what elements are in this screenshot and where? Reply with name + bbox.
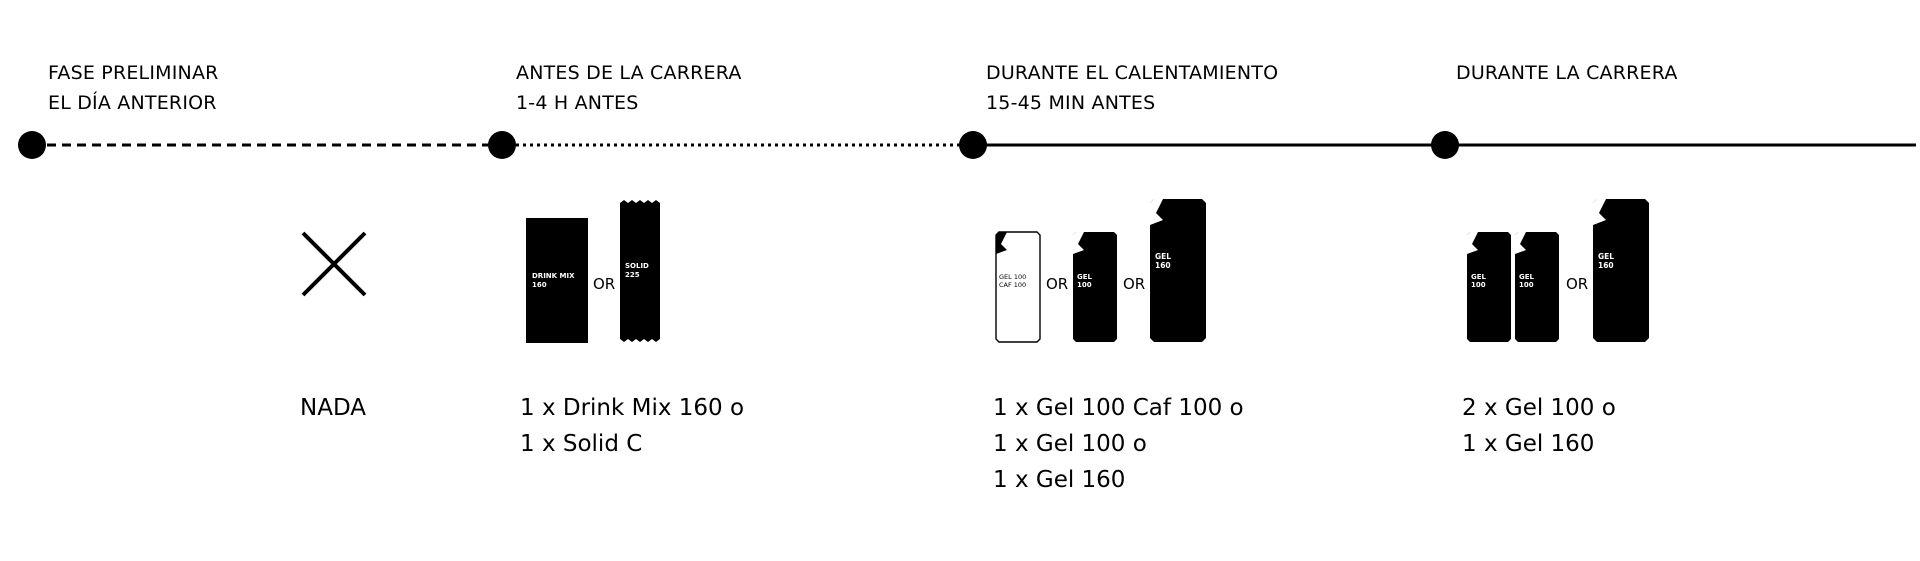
or-label: OR (1123, 275, 1146, 293)
description-line: 1 x Gel 100 o (993, 431, 1147, 457)
description-line: 1 x Gel 100 Caf 100 o (993, 395, 1244, 421)
pack-label: SOLID (625, 262, 649, 270)
pack-label: 100 (1519, 281, 1534, 289)
phase-title: DURANTE LA CARRERA (1456, 62, 1678, 84)
timeline (18, 131, 1916, 159)
phase-title: DURANTE EL CALENTAMIENTO (986, 62, 1279, 84)
pack-label: GEL (1598, 252, 1614, 261)
description-line: 2 x Gel 100 o (1462, 395, 1616, 421)
description-line: 1 x Drink Mix 160 o (520, 395, 745, 421)
description-line: NADA (300, 395, 366, 421)
pack-label: 100 (1471, 281, 1486, 289)
phase-subtitle: 1-4 H ANTES (516, 92, 639, 114)
pack-label: 100 (1077, 281, 1092, 289)
phase-description-during-race: 2 x Gel 100 o 1 x Gel 160 (1462, 390, 1616, 462)
description-line: 1 x Gel 160 (1462, 431, 1595, 457)
pack-label: 225 (625, 271, 640, 279)
phase-description-warmup: 1 x Gel 100 Caf 100 o 1 x Gel 100 o 1 x … (993, 390, 1244, 498)
pack-label: GEL (1519, 273, 1535, 281)
description-line: 1 x Gel 160 (993, 467, 1126, 493)
phase-title: FASE PRELIMINAR (48, 62, 219, 84)
pack-label: DRINK MIX (532, 272, 575, 280)
pack-label: GEL (1155, 252, 1171, 261)
pack-label: GEL (1077, 273, 1093, 281)
or-label: OR (1046, 275, 1069, 293)
gel-caf-pack: GEL 100 CAF 100 (995, 231, 1041, 343)
pack-label: 160 (1598, 261, 1614, 270)
phase-description-preliminary: NADA (300, 390, 366, 426)
phase-description-before-race: 1 x Drink Mix 160 o 1 x Solid C (520, 390, 744, 462)
timeline-node (488, 131, 516, 159)
cross-icon (301, 231, 367, 297)
timeline-node (959, 131, 987, 159)
gel-100-pack: GEL 100 (1514, 231, 1560, 343)
phase-header-before-race: ANTES DE LA CARRERA 1-4 H ANTES (516, 58, 742, 118)
phase-title: ANTES DE LA CARRERA (516, 62, 742, 84)
phase-header-warmup: DURANTE EL CALENTAMIENTO 15-45 MIN ANTES (986, 58, 1278, 118)
gel-100-pack: GEL 100 (1466, 231, 1512, 343)
or-label: OR (593, 275, 616, 293)
phase-header-during-race: DURANTE LA CARRERA (1456, 58, 1678, 88)
timeline-node (1431, 131, 1459, 159)
phase-header-preliminary: FASE PRELIMINAR EL DÍA ANTERIOR (48, 58, 219, 118)
gel-100-pack: GEL 100 (1072, 231, 1118, 343)
description-line: 1 x Solid C (520, 431, 643, 457)
pack-label: GEL (1471, 273, 1487, 281)
pack-label: GEL 100 (999, 273, 1026, 281)
pack-label: 160 (1155, 261, 1171, 270)
or-label: OR (1566, 275, 1589, 293)
phase-subtitle: EL DÍA ANTERIOR (48, 92, 217, 114)
timeline-node (18, 131, 46, 159)
pack-label: 160 (532, 281, 547, 289)
phase-subtitle: 15-45 MIN ANTES (986, 92, 1156, 114)
gel-160-pack: GEL 160 (1592, 198, 1650, 343)
pack-label: CAF 100 (999, 281, 1026, 289)
drink-mix-pack: DRINK MIX 160 (526, 218, 588, 343)
gel-160-pack: GEL 160 (1149, 198, 1207, 343)
solid-bar-pack: SOLID 225 (620, 200, 660, 342)
